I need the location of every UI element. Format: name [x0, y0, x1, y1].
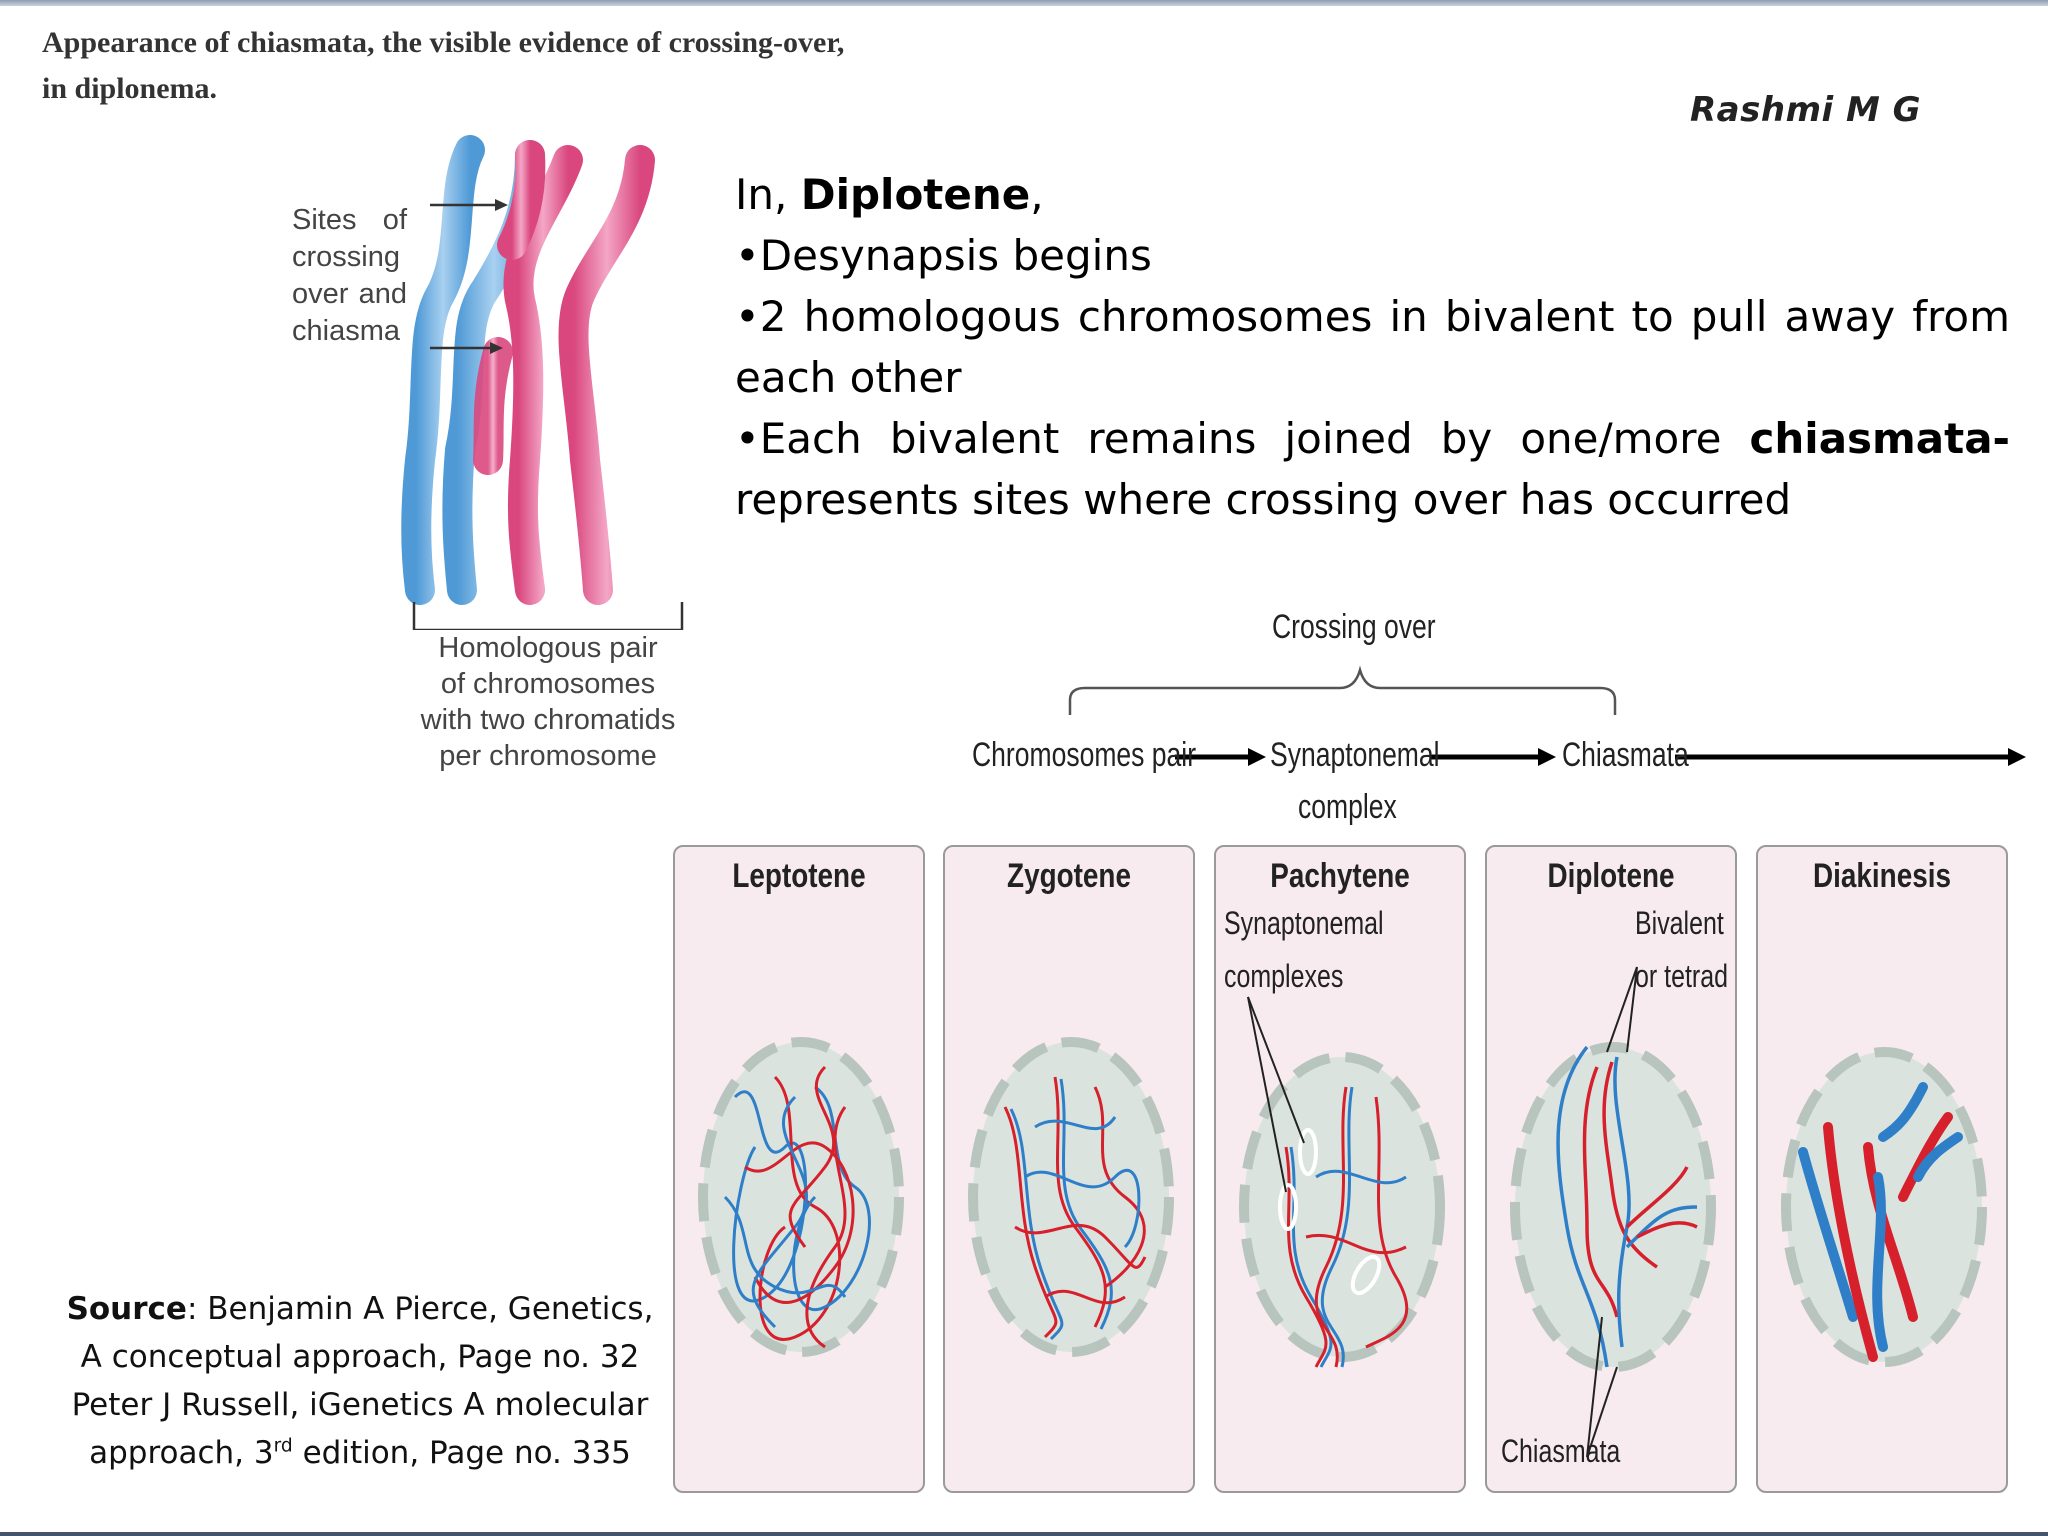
source-sup: rd [273, 1435, 293, 1457]
stage-panel-pachytene: Pachytene Synaptonemal complexes [1214, 845, 1466, 1493]
intro-line: In, Diplotene, [735, 164, 2010, 225]
figure-caption-line1: Appearance of chiasmata, the visible evi… [42, 26, 845, 59]
bottom-border [0, 1532, 2048, 1536]
source-text-4a: approach, 3 [89, 1435, 274, 1471]
intro-stage-name: Diplotene [800, 170, 1031, 219]
source-label: Source [66, 1291, 187, 1327]
stage-panel-diplotene: Diplotene Bivalent or tetrad Chiasmata [1485, 845, 1737, 1493]
pachytene-nucleus [1239, 996, 1445, 1368]
bullet-chiasmata-bold: chiasmata- [1749, 414, 2011, 463]
chiasma-figure: Sites of crossing over and chiasma Homol… [280, 130, 700, 800]
crossing-over-diagram: Crossing over Chromosomes pair Synaptone… [660, 600, 2030, 830]
stage-title-leptotene: Leptotene [732, 857, 866, 895]
chiasmata-label: Chiasmata [1501, 1433, 1621, 1469]
stage-panel-zygotene: Zygotene [943, 845, 1195, 1493]
note-line: complexes [1224, 958, 1344, 994]
stage-title-diakinesis: Diakinesis [1813, 857, 1951, 895]
stage-title-zygotene: Zygotene [1007, 857, 1131, 895]
note-line: Bivalent [1635, 905, 1724, 941]
stage-title-diplotene: Diplotene [1547, 857, 1675, 895]
sites-of-crossing-label: Sites of crossing over and chiasma [292, 204, 407, 347]
bullet-chiasmata-prefix: •Each bivalent remains joined by one/mor… [735, 414, 1750, 463]
step-synaptonemal: Synaptonemal [1270, 736, 1440, 774]
bullet-chiasmata: •Each bivalent remains joined by one/mor… [735, 408, 2010, 530]
step-complex: complex [1298, 788, 1397, 826]
note-line: or tetrad [1635, 958, 1728, 994]
pair-label-line: Homologous pair [438, 632, 658, 664]
pair-bracket [412, 602, 684, 630]
crossing-over-title: Crossing over [1272, 608, 1436, 646]
stage-panel-leptotene: Leptotene [673, 845, 925, 1493]
pair-label-line: per chromosome [439, 740, 657, 772]
figure-caption: Appearance of chiasmata, the visible evi… [42, 20, 962, 112]
diplotene-nucleus [1510, 966, 1716, 1458]
figure-caption-line2: in diplonema. [42, 72, 218, 105]
chromosome-illustration [401, 135, 684, 630]
top-border [0, 0, 2048, 6]
crossing-over-arrows [1068, 665, 2026, 766]
slide-body: In, Diplotene, •Desynapsis begins •2 hom… [735, 164, 2010, 530]
synaptonemal-complexes-label: Synaptonemal complexes [1224, 897, 1384, 1003]
bullet-pull-away: •2 homologous chromosomes in bivalent to… [735, 292, 2010, 402]
source-line-3: Peter J Russell, iGenetics A molecular [71, 1387, 649, 1423]
leptotene-nucleus [698, 1037, 904, 1357]
crossing-over-brace [1068, 665, 1617, 715]
bivalent-tetrad-label: Bivalent or tetrad [1635, 897, 1728, 1003]
diakinesis-nucleus [1781, 1047, 1987, 1367]
source-text-1: : Benjamin A Pierce, Genetics, [186, 1291, 654, 1327]
crossover-segment-top [497, 140, 546, 260]
source-citation: Source: Benjamin A Pierce, Genetics, A c… [30, 1285, 690, 1477]
stage-title-pachytene: Pachytene [1270, 857, 1410, 895]
step-chiasmata: Chiasmata [1562, 736, 1689, 774]
bullet-desynapsis: •Desynapsis begins [735, 231, 1152, 280]
pair-label-line: with two chromatids [420, 704, 676, 736]
source-text-4b: edition, Page no. 335 [292, 1435, 631, 1471]
author-name: Rashmi M G [1690, 90, 1922, 130]
intro-prefix: In, [735, 170, 801, 219]
crossover-segment-bottom [473, 337, 513, 475]
zygotene-nucleus [968, 1037, 1174, 1357]
pink-chromatid-2 [558, 145, 655, 605]
source-line-2: A conceptual approach, Page no. 32 [80, 1339, 640, 1375]
pair-label-line: of chromosomes [440, 668, 656, 700]
intro-suffix: , [1030, 170, 1044, 219]
note-line: Synaptonemal [1224, 905, 1384, 941]
homologous-pair-label: Homologous pair of chromosomes with two … [398, 630, 698, 774]
source-line-1: Source: Benjamin A Pierce, Genetics, [30, 1285, 690, 1333]
source-line-4: approach, 3rd edition, Page no. 335 [30, 1429, 690, 1477]
bullet-chiasmata-suffix: represents sites where crossing over has… [735, 475, 1792, 524]
stage-panel-diakinesis: Diakinesis [1756, 845, 2008, 1493]
step-chromosomes-pair: Chromosomes pair [972, 736, 1197, 774]
blue-chromatid-1 [401, 135, 485, 605]
